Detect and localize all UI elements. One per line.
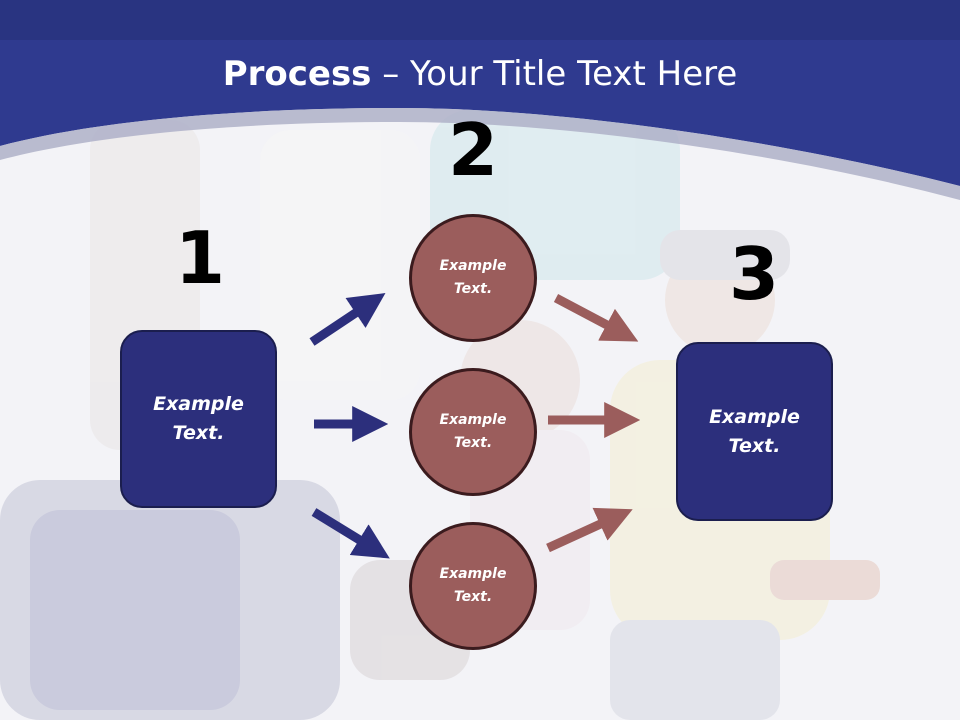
arrow-1-to-bottom [311,508,390,559]
step-number-2: 2 [447,108,499,192]
circle-bottom: Example Text. [409,522,537,650]
step-box-1-text: Example Text. [153,393,244,444]
circle-middle: Example Text. [409,368,537,496]
circle-top: Example Text. [409,214,537,342]
circle-middle-text: Example Text. [439,412,507,451]
step-number-1: 1 [174,216,226,300]
title-rest: – Your Title Text Here [371,54,738,94]
arrow-1-to-top [309,293,386,346]
step-number-3: 3 [728,232,780,316]
title-bold: Process [222,54,372,94]
step-box-3: Example Text. [676,342,833,521]
arrow-top-to-3 [553,294,639,342]
arrow-bottom-to-3 [546,507,633,553]
circle-bottom-text: Example Text. [439,566,507,605]
slide-title: Process – Your Title Text Here [0,52,960,96]
step-box-1: Example Text. [120,330,277,508]
circle-top-text: Example Text. [439,258,507,297]
step-box-3-text: Example Text. [709,405,800,457]
